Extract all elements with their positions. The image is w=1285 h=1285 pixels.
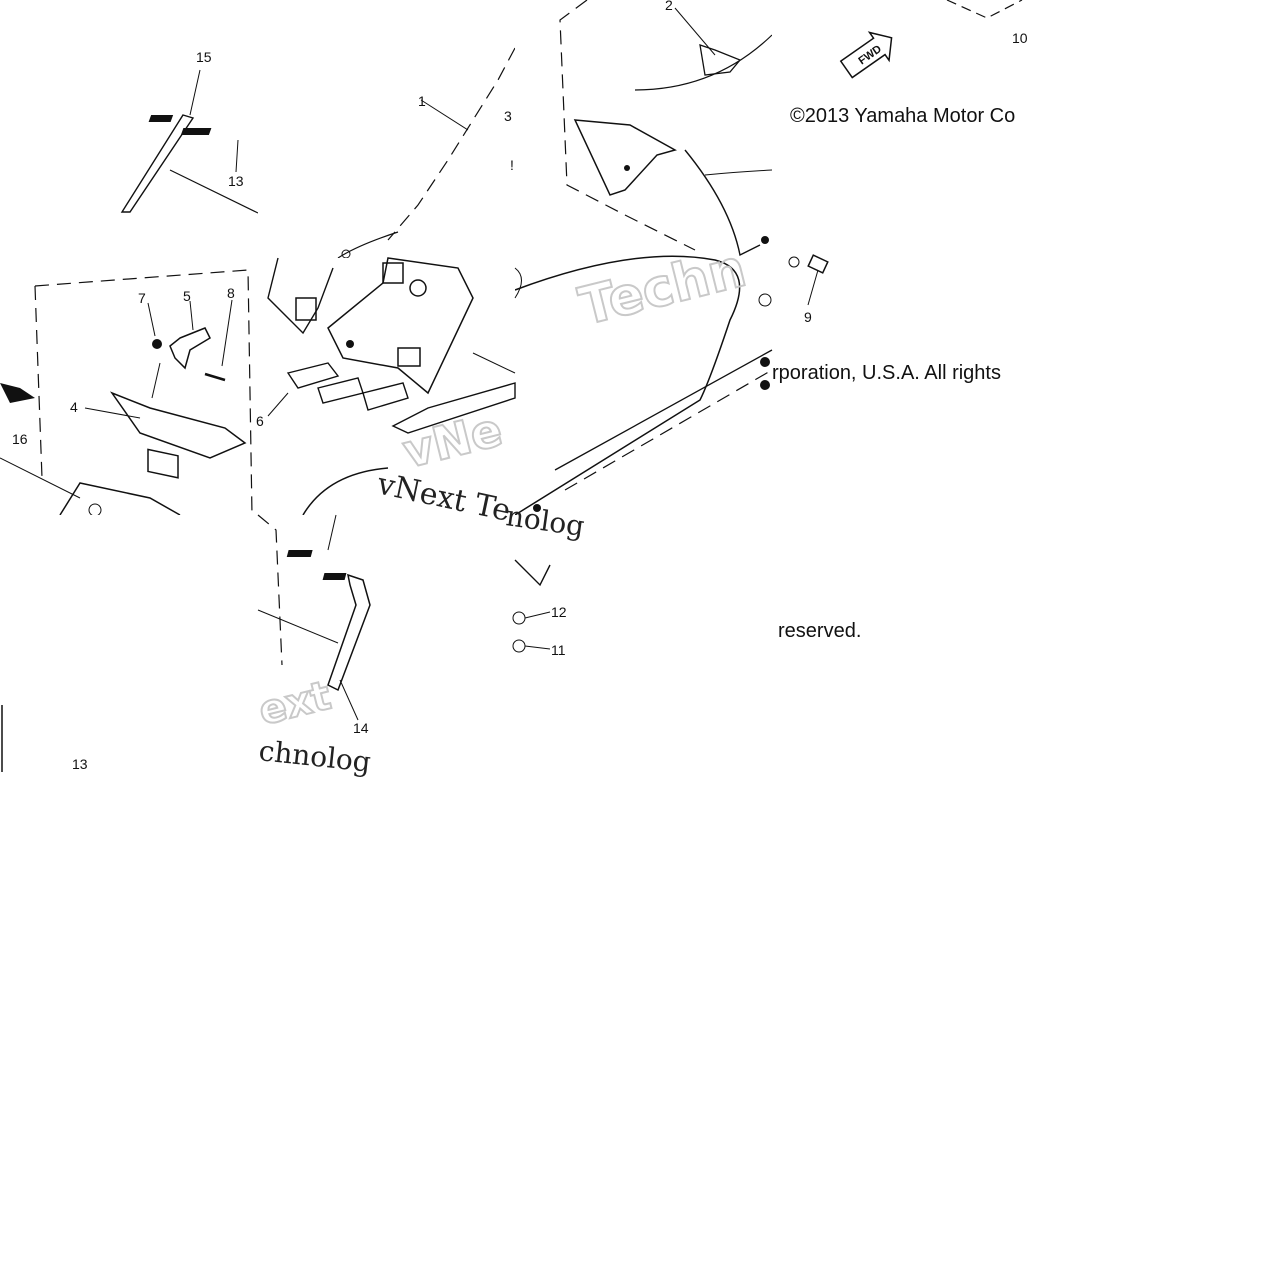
callout-13-lower: 13 xyxy=(72,756,88,772)
callout-14: 14 xyxy=(353,720,369,736)
callout-5: 5 xyxy=(183,288,191,304)
watermark-outline-1: Techn xyxy=(574,239,752,338)
svg-text:!: ! xyxy=(510,157,514,173)
diagram-tile-right: FWD 10 9 xyxy=(772,0,1030,340)
callout-7: 7 xyxy=(138,290,146,306)
diagram-tile-middle-left: 7 5 8 4 16 xyxy=(0,258,258,517)
diagram-tile-top-left: 15 13 xyxy=(0,0,259,258)
callout-2: 2 xyxy=(665,0,673,13)
copyright-line-1: ©2013 Yamaha Motor Co xyxy=(790,105,1016,127)
diagram-tile-bottom-small: 12 11 nolog xyxy=(504,499,635,660)
diagram-tile-top-right: 2 Techn xyxy=(514,0,773,516)
diagram-tile-top-middle: 1 3 ! xyxy=(258,0,516,259)
callout-4: 4 xyxy=(70,399,78,415)
diagram-tile-bottom-left: 13 xyxy=(0,515,258,772)
callout-10: 10 xyxy=(1012,30,1028,46)
callout-1: 1 xyxy=(418,93,426,109)
watermark-outline-3: ext xyxy=(254,673,335,735)
callout-9: 9 xyxy=(804,309,812,325)
diagram-tile-bottom-middle: 14 ext chnolog xyxy=(253,514,375,779)
callout-16: 16 xyxy=(12,431,28,447)
copyright-line-2: rporation, U.S.A. All rights xyxy=(772,362,1001,384)
watermark-serif-2: chnolog xyxy=(257,734,372,779)
callout-8: 8 xyxy=(227,285,235,301)
callout-12: 12 xyxy=(551,604,567,620)
callout-15: 15 xyxy=(196,49,212,65)
callout-6: 6 xyxy=(256,413,264,429)
watermark-outline-2: vNe xyxy=(398,402,508,479)
fwd-arrow-icon: FWD xyxy=(839,31,893,79)
copyright-line-3: reserved. xyxy=(778,620,862,642)
callout-13: 13 xyxy=(228,173,244,189)
callout-11: 11 xyxy=(551,642,566,658)
watermark-serif-1: vNext Te xyxy=(373,466,513,528)
diagram-tile-center: 6 vNext Te vNe xyxy=(256,257,522,529)
callout-3: 3 xyxy=(504,108,512,124)
bolt-icon xyxy=(807,254,829,306)
